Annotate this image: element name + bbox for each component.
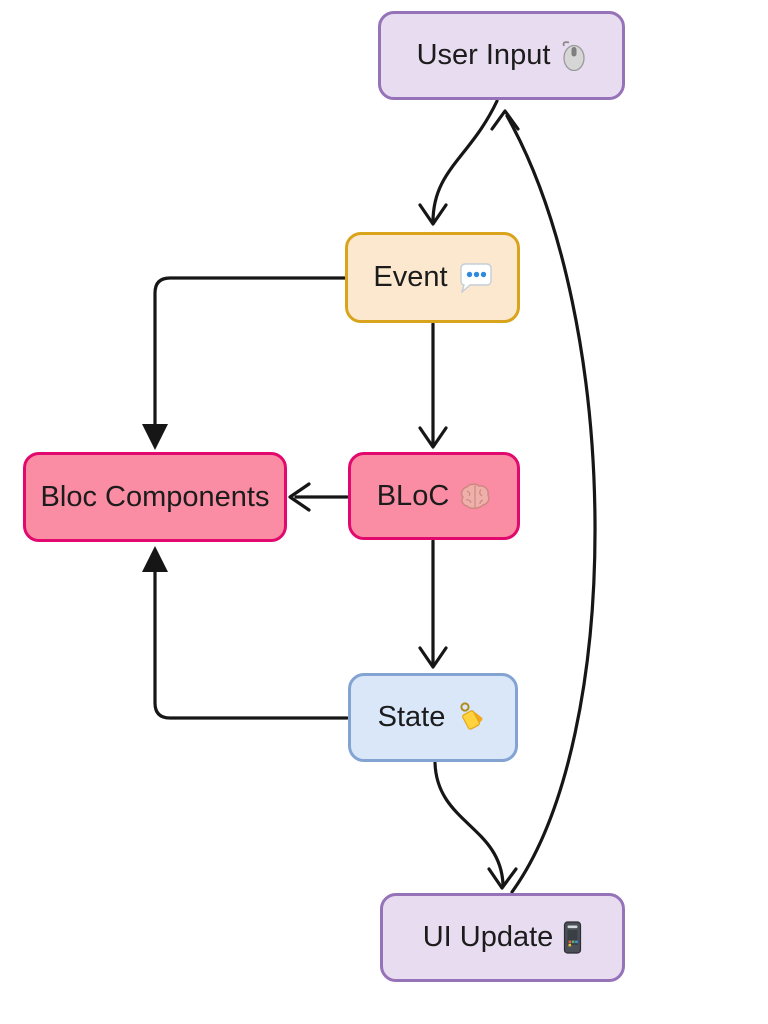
node-state-label: State xyxy=(377,701,446,733)
node-bloc-components: Bloc Components xyxy=(23,452,287,542)
arrowhead-filled-bloc-components-bottom xyxy=(142,546,168,572)
node-ui-update-label: UI Update xyxy=(422,921,554,953)
edge-event-to-bloc-components xyxy=(153,276,347,428)
node-event-label: Event xyxy=(373,261,448,293)
mouse-icon xyxy=(563,41,586,71)
node-user-input: User Input xyxy=(378,11,625,100)
node-event: Event xyxy=(345,232,520,323)
arrowhead-filled-bloc-components-top xyxy=(142,424,168,450)
arrowhead-open-state xyxy=(418,646,448,669)
arrowhead-open-user-input xyxy=(490,109,520,131)
arrowhead-open-bloc-components xyxy=(288,482,311,512)
node-bloc: BLoC xyxy=(348,452,520,540)
arrowhead-open-bloc xyxy=(418,426,448,449)
node-bloc-label: BLoC xyxy=(376,479,450,512)
brain-icon xyxy=(461,483,490,509)
node-state: State xyxy=(348,673,518,762)
node-bloc-components-label: Bloc Components xyxy=(40,480,270,513)
edge-ui-update-to-user-input xyxy=(505,114,597,894)
label-tag-icon xyxy=(460,702,483,730)
node-ui-update: UI Update xyxy=(380,893,625,982)
edge-user-input-to-event xyxy=(431,99,499,224)
arrowhead-open-ui-update xyxy=(487,867,518,890)
arrowhead-open-event xyxy=(418,203,448,226)
edge-state-to-bloc-components xyxy=(153,568,349,720)
node-user-input-label: User Input xyxy=(416,39,551,71)
speech-balloon-icon xyxy=(459,263,492,293)
edge-state-to-ui-update xyxy=(433,761,505,886)
mobile-phone-icon xyxy=(564,921,582,954)
